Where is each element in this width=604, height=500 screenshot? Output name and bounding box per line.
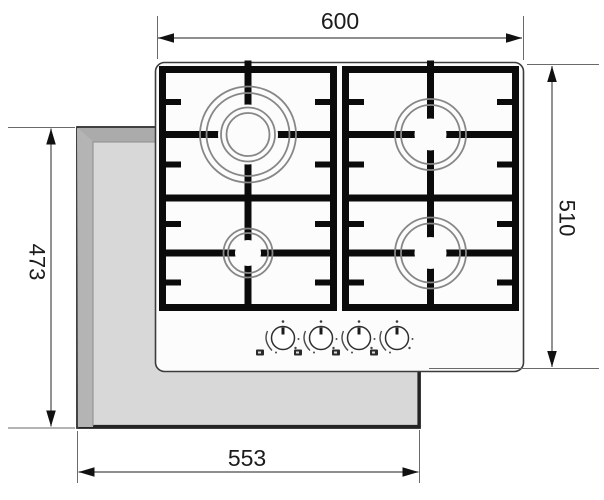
knob-dial <box>384 325 410 351</box>
burner-rings <box>222 227 274 279</box>
knob-dial <box>308 325 334 351</box>
extension-lines <box>77 430 420 483</box>
burner-medium-bottom-right <box>394 216 467 290</box>
cutout-bevel-left <box>77 128 93 427</box>
arrow-down-icon <box>547 351 557 367</box>
extension-lines <box>8 127 75 429</box>
knob-indicator <box>319 327 323 335</box>
knob-flame-arc <box>341 330 349 351</box>
knob-tick-dot <box>373 338 376 340</box>
burner-position-icon-dot <box>334 351 337 354</box>
knob-dial <box>346 325 372 351</box>
grate-left-stubs <box>159 99 337 286</box>
knob-dial <box>270 325 296 351</box>
knob-tick-dot <box>351 351 353 354</box>
burner-position-icon-dot <box>258 351 261 354</box>
control-knob-3 <box>332 320 376 356</box>
arrow-left-icon <box>78 467 95 477</box>
knob-tick-dot <box>332 346 335 350</box>
burner-rings <box>199 85 297 184</box>
knob-indicator <box>281 327 285 335</box>
knob-tick-dot <box>335 338 338 340</box>
knob-tick-dot <box>389 351 391 354</box>
dimension-label-top: 600 <box>321 8 359 34</box>
burner-large-top-left <box>199 85 297 184</box>
knob-tick-dot <box>275 351 277 354</box>
arrow-down-icon <box>46 410 56 427</box>
burner-rings <box>394 216 467 290</box>
dimension-bottom: 553 <box>77 430 420 483</box>
burner-position-icon-dot <box>296 351 299 354</box>
dimension-label-left: 473 <box>25 244 50 281</box>
control-knob-1 <box>256 320 300 356</box>
knob-indicator <box>395 327 399 335</box>
arrow-up-icon <box>547 66 557 82</box>
hob-panel <box>154 61 525 373</box>
burner-medium-top-right <box>394 98 467 171</box>
burner-position-icon-dot <box>372 351 375 354</box>
burner-gap <box>235 240 261 266</box>
knob-tick-dot <box>297 338 300 340</box>
grate-right-stubs <box>342 99 519 286</box>
knob-top-dot <box>281 320 285 323</box>
burner-gap <box>414 118 447 151</box>
burner-gap <box>414 237 447 269</box>
grate-right <box>342 60 519 311</box>
dimension-left: 473 <box>8 127 75 429</box>
grate-left-top-nub <box>244 60 252 67</box>
knob-tick-dot <box>294 346 297 350</box>
knob-flame-arc <box>265 330 273 351</box>
knob-top-dot <box>395 320 399 323</box>
hob-body <box>154 61 525 373</box>
control-knob-row <box>256 320 414 356</box>
dimension-label-bottom: 553 <box>228 445 266 471</box>
dimension-label-right: 510 <box>555 200 580 237</box>
knob-tick-dot <box>408 346 411 350</box>
knob-tick-dot <box>313 351 315 354</box>
burner-small-bottom-left <box>222 227 274 279</box>
arrow-right-icon <box>506 33 522 43</box>
knob-tick-dot <box>411 338 414 340</box>
dimension-top: 600 <box>157 8 524 60</box>
grate-right-top-nub <box>427 60 434 67</box>
knob-top-dot <box>357 320 361 323</box>
knob-indicator <box>357 327 361 335</box>
extension-lines <box>429 64 599 369</box>
control-knob-4 <box>370 320 414 356</box>
knob-tick-dot <box>370 346 373 350</box>
arrow-left-icon <box>158 33 174 43</box>
burner-rings <box>394 98 467 171</box>
control-knob-2 <box>294 320 338 356</box>
extension-lines <box>157 16 524 60</box>
knob-flame-arc <box>303 330 311 351</box>
arrow-right-icon <box>402 467 419 477</box>
dimension-right: 510 <box>429 64 599 369</box>
knob-top-dot <box>319 320 323 323</box>
arrow-up-icon <box>46 128 56 145</box>
knob-flame-arc <box>379 330 387 351</box>
